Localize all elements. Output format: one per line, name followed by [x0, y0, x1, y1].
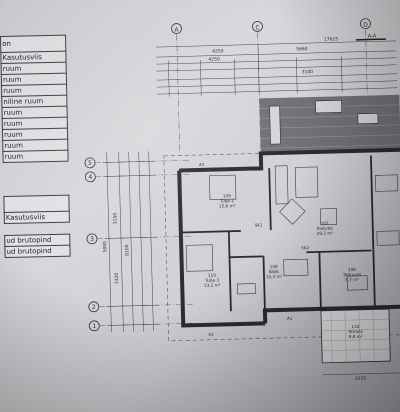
terrace — [320, 308, 391, 364]
room-name: Tuba 3 — [204, 278, 219, 283]
room-labels: 109 Tuba 2 15,6 m² 107 Elutuba 29,2 m² 1… — [204, 193, 363, 339]
misc-marks: A3 A1 A2 SK1 SK2 — [199, 162, 310, 337]
left-dimensions — [102, 151, 160, 333]
room-area: 15,6 m² — [219, 203, 236, 208]
room-number: 106 — [348, 267, 356, 272]
room-name: Tööruum — [342, 272, 361, 278]
room-number: 112 — [351, 324, 359, 329]
door-mark: SK2 — [301, 245, 309, 250]
grid-label-2: 2 — [92, 304, 96, 311]
dim-left-3: 8100 — [124, 244, 130, 256]
room-number: 109 — [223, 193, 231, 198]
dim-top-4: 3100 — [302, 69, 314, 75]
room-name: Tuba 2 — [219, 198, 234, 203]
room-area: 29,2 m² — [317, 231, 334, 236]
room-area: 10,3 m² — [266, 274, 283, 279]
dim-total: 17625 — [324, 36, 339, 42]
wall-mark: A2 — [208, 332, 214, 337]
section-label: A-A — [368, 33, 377, 39]
left-grid-markers: 5 4 3 2 1 — [84, 157, 194, 332]
interior-walls — [180, 155, 376, 312]
roof-hatch — [259, 94, 400, 154]
grid-label-3: 3 — [90, 236, 94, 243]
wall-mark: A3 — [199, 162, 205, 167]
room-number: 108 — [270, 264, 278, 269]
grid-label-d: D — [363, 22, 368, 29]
dim-bottom: 3525 — [355, 376, 367, 382]
wall-mark: A1 — [287, 316, 293, 321]
dim-top-2: 5660 — [296, 46, 308, 52]
room-name: Elutuba — [317, 226, 334, 231]
top-dimensions — [155, 40, 398, 97]
door-mark: SK1 — [255, 222, 263, 227]
dim-top-1: 4250 — [212, 48, 224, 54]
grid-label-a: A — [174, 26, 179, 33]
room-area: 9,7 m² — [345, 277, 359, 282]
room-name: Terrass — [347, 329, 363, 334]
exterior-walls — [177, 147, 400, 328]
room-area: 13,2 m² — [204, 282, 221, 287]
dim-top-3: 4250 — [208, 56, 220, 62]
dim-left-4: 5880 — [102, 241, 108, 253]
grid-label-c: C — [255, 24, 259, 31]
dim-left-1: 3150 — [112, 213, 118, 225]
dim-left-2: 3320 — [114, 273, 120, 285]
room-number: 107 — [321, 221, 329, 226]
grid-label-4: 4 — [88, 174, 92, 181]
room-number: 110 — [208, 273, 216, 278]
furniture — [185, 165, 400, 295]
room-area: 9,8 m² — [349, 334, 363, 339]
grid-label-5: 5 — [88, 160, 92, 167]
grid-label-1: 1 — [92, 323, 96, 330]
room-name: Köök — [269, 269, 280, 274]
